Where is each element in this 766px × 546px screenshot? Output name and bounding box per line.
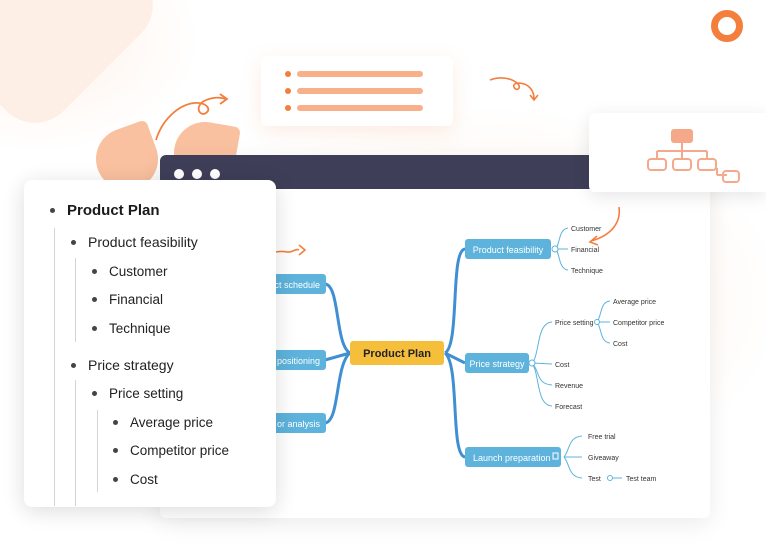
connector [324,351,351,362]
outline-item[interactable]: Technique [92,321,171,336]
indent-guide [75,258,76,342]
outline-item-label: Cost [130,472,158,487]
list-preview-card [261,56,453,126]
subtopic-label: Forecast [555,404,582,411]
subtopic-label: Financial [571,247,599,254]
bullet-icon [92,391,97,396]
outline-item[interactable]: Financial [92,292,163,307]
topic-price-strategy [465,353,529,373]
topic-label: positioning [277,356,320,366]
ring-logo-icon [711,10,743,42]
outline-item[interactable]: Competitor price [113,443,229,458]
text-line [297,88,423,94]
collapse-toggle-icon [594,319,600,325]
subtopic-label: Giveaway [588,455,619,462]
bullet-icon [285,88,291,94]
bullet-icon [92,269,97,274]
bullet-icon [113,448,118,453]
outline-item[interactable]: Price setting [92,386,183,401]
connector [443,247,466,355]
connector [443,351,466,459]
outline-panel: Product Plan Product feasibility Custome… [24,180,276,507]
outline-title: Product Plan [67,202,160,219]
subtopic-label: Test [588,476,601,483]
bullet-icon [92,326,97,331]
topic-launch-preparation [465,447,561,467]
bullet-icon [285,105,291,111]
outline-item-label: Price strategy [88,357,174,373]
bullet-icon [71,239,76,245]
window-dot-icon [192,169,202,179]
outline-item[interactable]: Customer [92,264,168,279]
topic-label: ct schedule [274,280,320,290]
central-topic [350,341,444,365]
curved-arrow-icon [588,206,621,246]
topic-label: Product feasibility [473,245,544,255]
outline-root-item[interactable]: Product Plan [50,202,160,219]
org-chart-card [589,113,766,192]
window-dot-icon [210,169,220,179]
subtopic-label: Test team [626,476,657,483]
text-line [297,71,423,77]
curved-arrow-icon [155,93,229,141]
topic-label: or analysis [277,419,321,429]
bullet-icon [285,71,291,77]
topic-label: Launch preparation [473,453,551,463]
text-line [297,105,423,111]
outline-item[interactable]: Product feasibility [71,234,198,250]
outline-item-label: Average price [130,415,214,430]
notes-icon [552,452,559,460]
outline-item-label: Customer [109,264,168,279]
bullet-icon [113,477,118,482]
outline-item[interactable]: Price strategy [71,357,174,373]
subtopic-label: Customer [571,226,602,233]
bullet-icon [92,297,97,302]
bullet-icon [50,208,55,213]
outline-item[interactable]: Cost [113,472,158,487]
subtopic-label: Revenue [555,383,583,390]
indent-guide [75,380,76,506]
org-chart-icon [647,129,740,183]
outline-item-label: Product feasibility [88,234,198,250]
collapse-toggle-icon [528,359,536,367]
outline-item-label: Competitor price [130,443,230,458]
subtopic-label: Competitor price [613,320,664,327]
outline-item[interactable]: Average price [113,415,213,430]
subtopic-label: Free trial [588,434,616,441]
indent-guide [97,410,98,492]
subtopic-label: Average price [613,299,656,306]
subtopic-label: Price setting [555,320,594,327]
collapse-toggle-icon [607,475,613,481]
outline-item-label: Financial [109,292,164,307]
indent-guide [54,228,55,506]
connector [324,282,352,355]
bullet-icon [113,420,118,425]
central-topic-label: Product Plan [363,348,431,360]
connector [324,351,352,425]
bullet-icon [71,362,76,368]
topic-label: Price strategy [469,359,525,369]
subtopic-label: Cost [613,341,627,348]
subtopic-label: Technique [571,268,603,275]
topic-product-feasibility [465,239,551,259]
outline-item-label: Technique [109,321,171,336]
subtopic-label: Cost [555,362,569,369]
window-dot-icon [174,169,184,179]
outline-item-label: Price setting [109,386,184,401]
collapse-toggle-icon [551,245,559,253]
curved-arrow-icon [489,77,539,102]
